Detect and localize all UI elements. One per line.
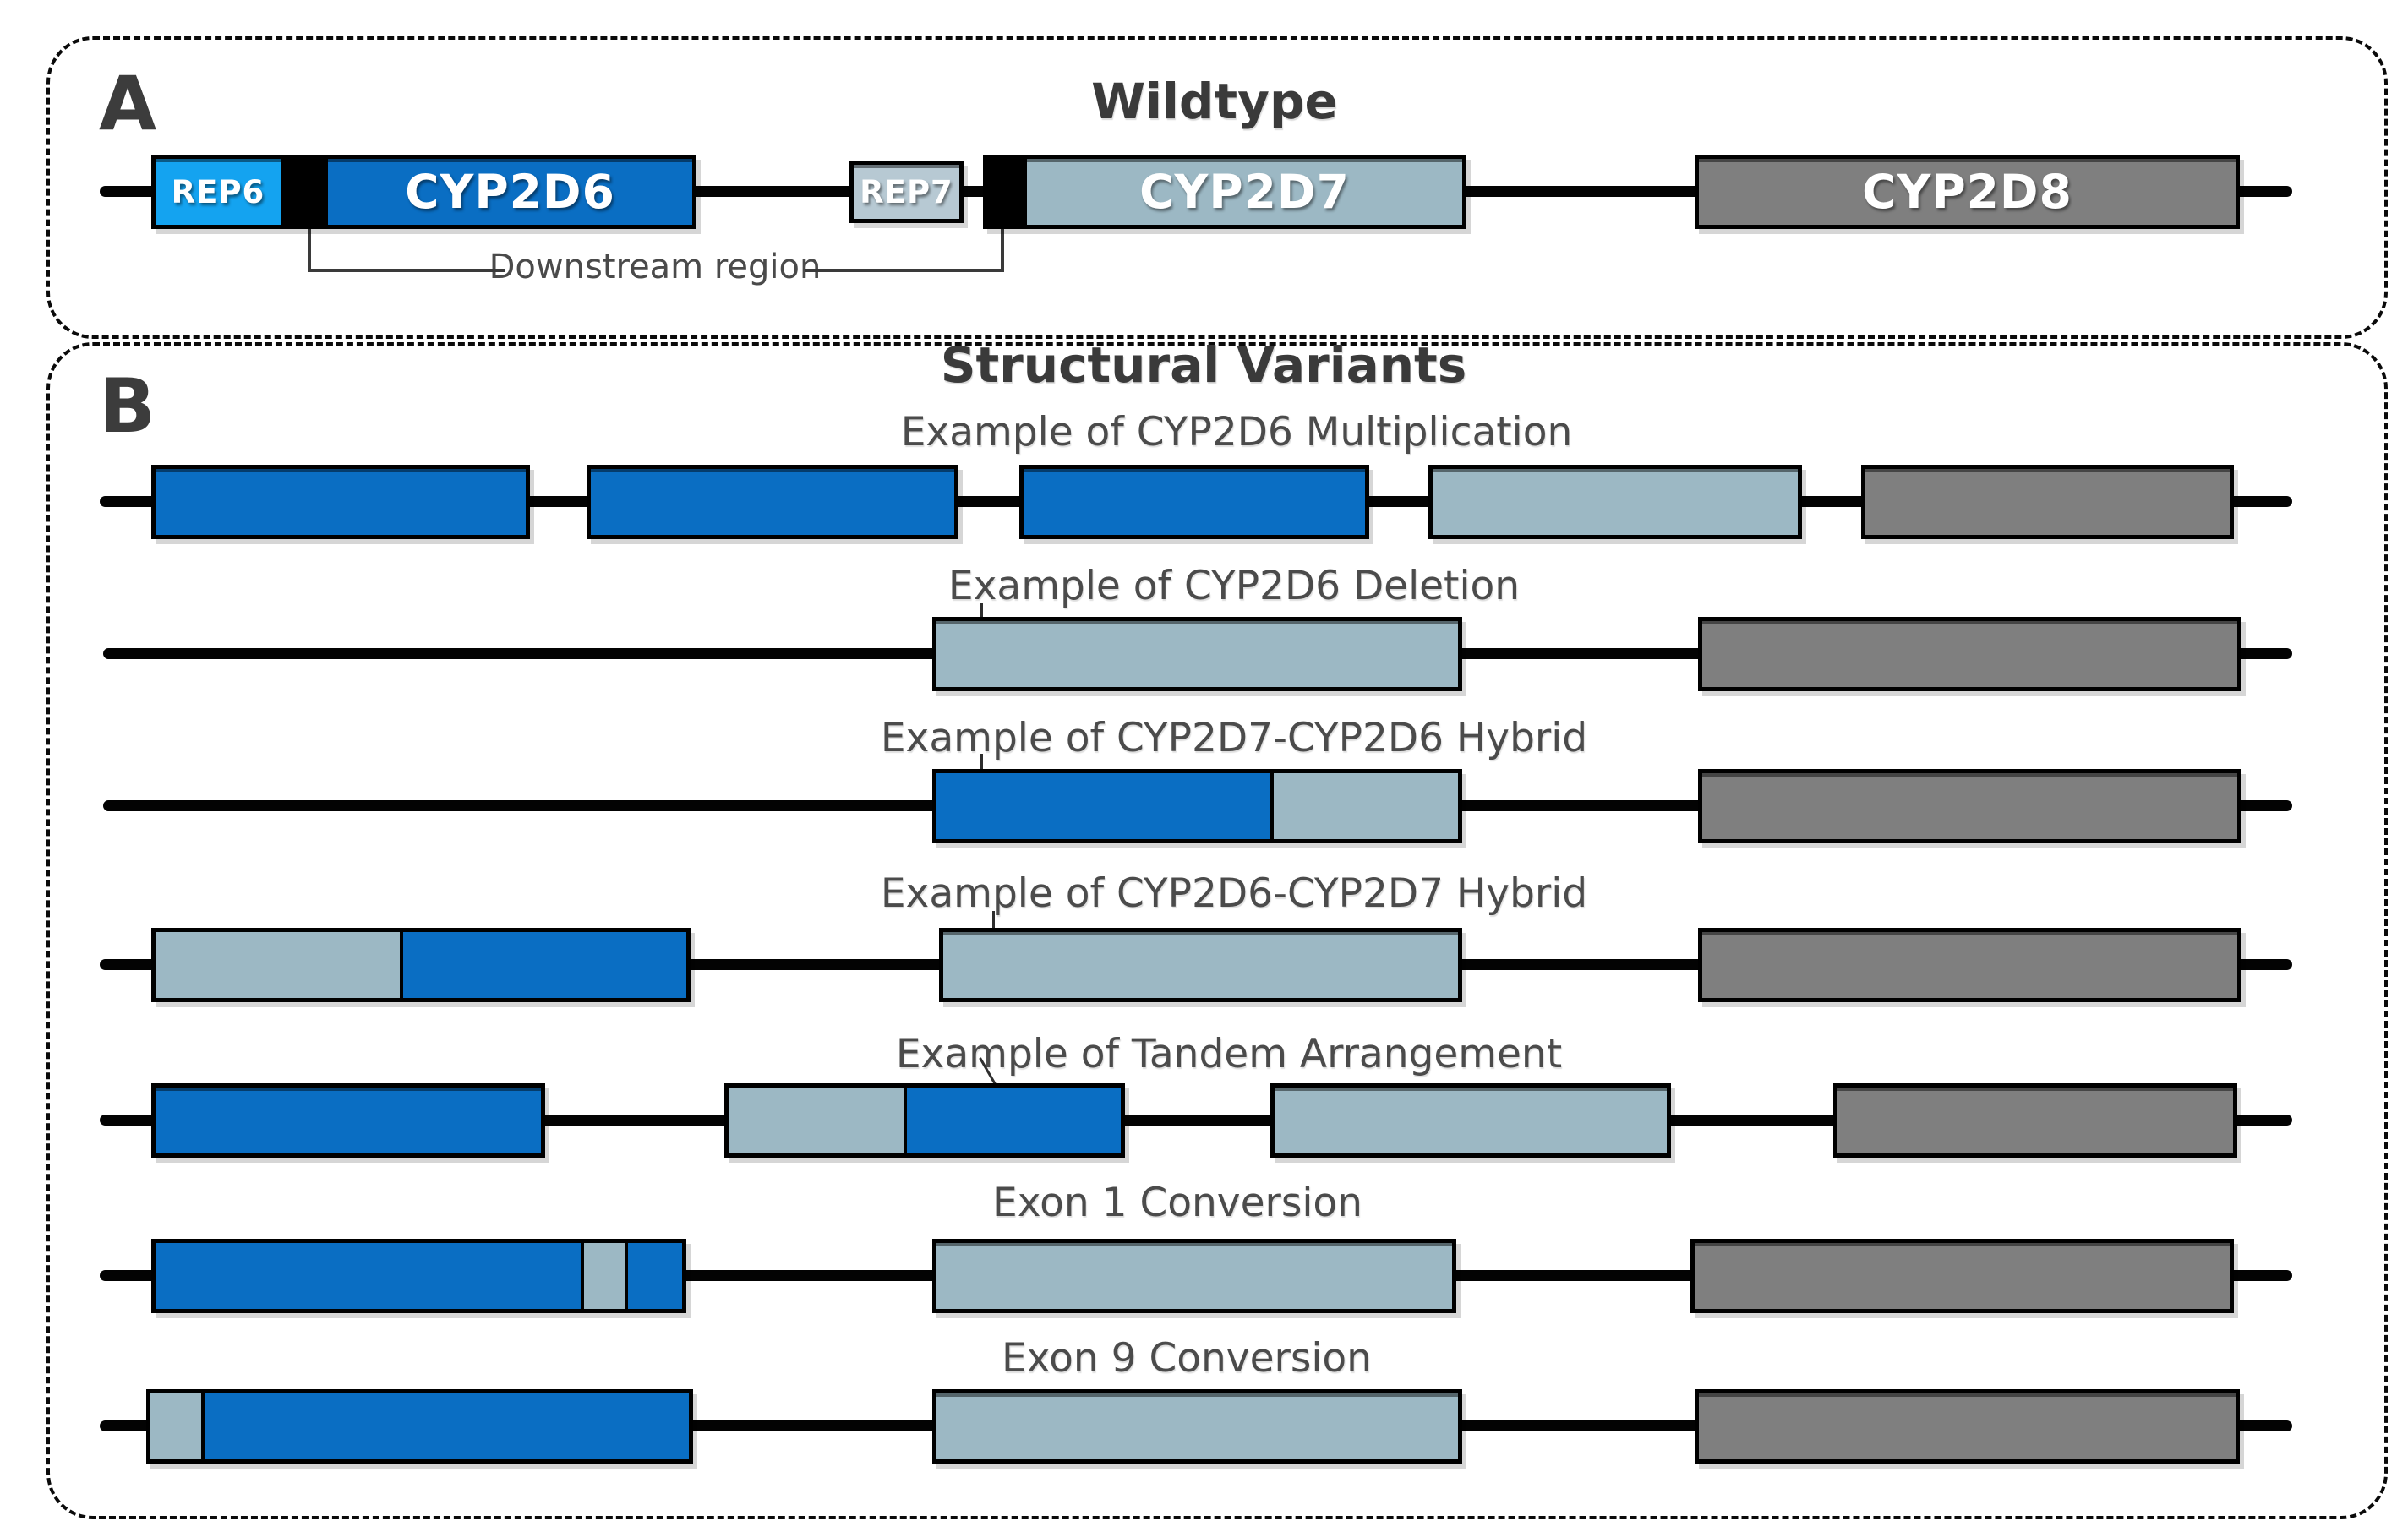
rep6-label: REP6 (171, 173, 265, 210)
gene-line-tandem (100, 1115, 2292, 1126)
spacer-box-downstream-cyp2d7 (983, 155, 1023, 229)
row-label-d6-d7-hybrid: Example of CYP2D6-CYP2D7 Hybrid (880, 870, 1588, 917)
gene-box-cyp2d7-hybrid2 (939, 928, 1462, 1002)
downstream-region-label: Downstream region (489, 248, 822, 286)
gene-box-cyp2d7-tandem (1270, 1083, 1671, 1158)
exon1-segment-cyp2d6-right (628, 1243, 682, 1309)
exon1-conversion-stripe-cyp2d7 (581, 1243, 628, 1309)
gene-box-rep6: REP6 (151, 155, 285, 229)
gene-box-cyp2d7-mult (1428, 465, 1802, 539)
downstream-bracket-right-vertical (1001, 229, 1004, 272)
gene-box-rep7: REP7 (849, 161, 964, 223)
panel-b-label: B (99, 363, 156, 450)
gene-box-cyp2d7-del (932, 617, 1462, 691)
wildtype-title: Wildtype (1091, 73, 1338, 130)
cyp2d6-label: CYP2D6 (405, 164, 615, 219)
hybrid-box-cyp2d7-cyp2d6 (932, 769, 1462, 843)
exon9-conversion-stripe-cyp2d7 (150, 1393, 201, 1459)
panel-a-label: A (99, 60, 157, 147)
row-label-d7-d6-hybrid: Example of CYP2D7-CYP2D6 Hybrid (880, 715, 1588, 761)
gene-box-cyp2d6-copy3 (1019, 465, 1369, 539)
row-label-deletion: Example of CYP2D6 Deletion (947, 563, 1521, 609)
gene-box-cyp2d6: CYP2D6 (324, 155, 696, 229)
gene-box-cyp2d7-exon9 (932, 1389, 1462, 1464)
gene-box-cyp2d8-mult (1861, 465, 2234, 539)
tandem-segment-cyp2d7 (729, 1088, 904, 1153)
hybrid-segment-cyp2d7 (1270, 773, 1458, 839)
deletion-label-leader-line (980, 603, 983, 619)
hybrid-box-cyp2d6-cyp2d7 (151, 928, 691, 1002)
hybrid-segment-cyp2d6 (400, 932, 686, 998)
cyp2d8-label: CYP2D8 (1862, 164, 2072, 219)
exon9-segment-cyp2d6 (201, 1393, 689, 1459)
row-label-multiplication: Example of CYP2D6 Multiplication (900, 409, 1573, 455)
gene-box-cyp2d7: CYP2D7 (1023, 155, 1466, 229)
gene-box-cyp2d8: CYP2D8 (1695, 155, 2240, 229)
conversion-box-exon1 (151, 1239, 686, 1313)
gene-box-cyp2d6-tandem1 (151, 1083, 545, 1158)
gene-box-cyp2d8-del (1698, 617, 2241, 691)
row-label-exon9-conversion: Exon 9 Conversion (1002, 1335, 1372, 1382)
d6-d7-hybrid-label-leader-line (992, 911, 995, 928)
gene-box-cyp2d6-copy1 (151, 465, 530, 539)
gene-box-cyp2d7-exon1 (932, 1239, 1456, 1313)
gene-box-cyp2d6-copy2 (587, 465, 958, 539)
structural-variants-title: Structural Variants (940, 336, 1467, 394)
row-label-exon1-conversion: Exon 1 Conversion (992, 1180, 1362, 1226)
conversion-box-exon9 (146, 1389, 693, 1464)
gene-box-cyp2d8-hybrid1 (1698, 769, 2241, 843)
tandem-box-cyp2d7-cyp2d6 (724, 1083, 1125, 1158)
row-label-tandem: Example of Tandem Arrangement (895, 1031, 1563, 1077)
downstream-bracket-left-vertical (308, 229, 311, 272)
hybrid-segment-cyp2d7 (156, 932, 400, 998)
hybrid-segment-cyp2d6 (936, 773, 1270, 839)
tandem-segment-cyp2d6 (904, 1088, 1121, 1153)
gene-box-cyp2d8-hybrid2 (1698, 928, 2241, 1002)
downstream-bracket-left-horizontal (308, 269, 505, 272)
exon1-segment-cyp2d6-left (156, 1243, 581, 1309)
spacer-box-downstream-cyp2d6 (285, 155, 324, 229)
cyp2d7-label: CYP2D7 (1139, 164, 1350, 219)
gene-box-cyp2d8-exon9 (1695, 1389, 2240, 1464)
gene-box-cyp2d8-tandem (1833, 1083, 2237, 1158)
rep7-label: REP7 (860, 173, 953, 210)
downstream-bracket-right-horizontal (805, 269, 1004, 272)
d7-d6-hybrid-label-leader-line (980, 754, 983, 771)
gene-box-cyp2d8-exon1 (1690, 1239, 2234, 1313)
